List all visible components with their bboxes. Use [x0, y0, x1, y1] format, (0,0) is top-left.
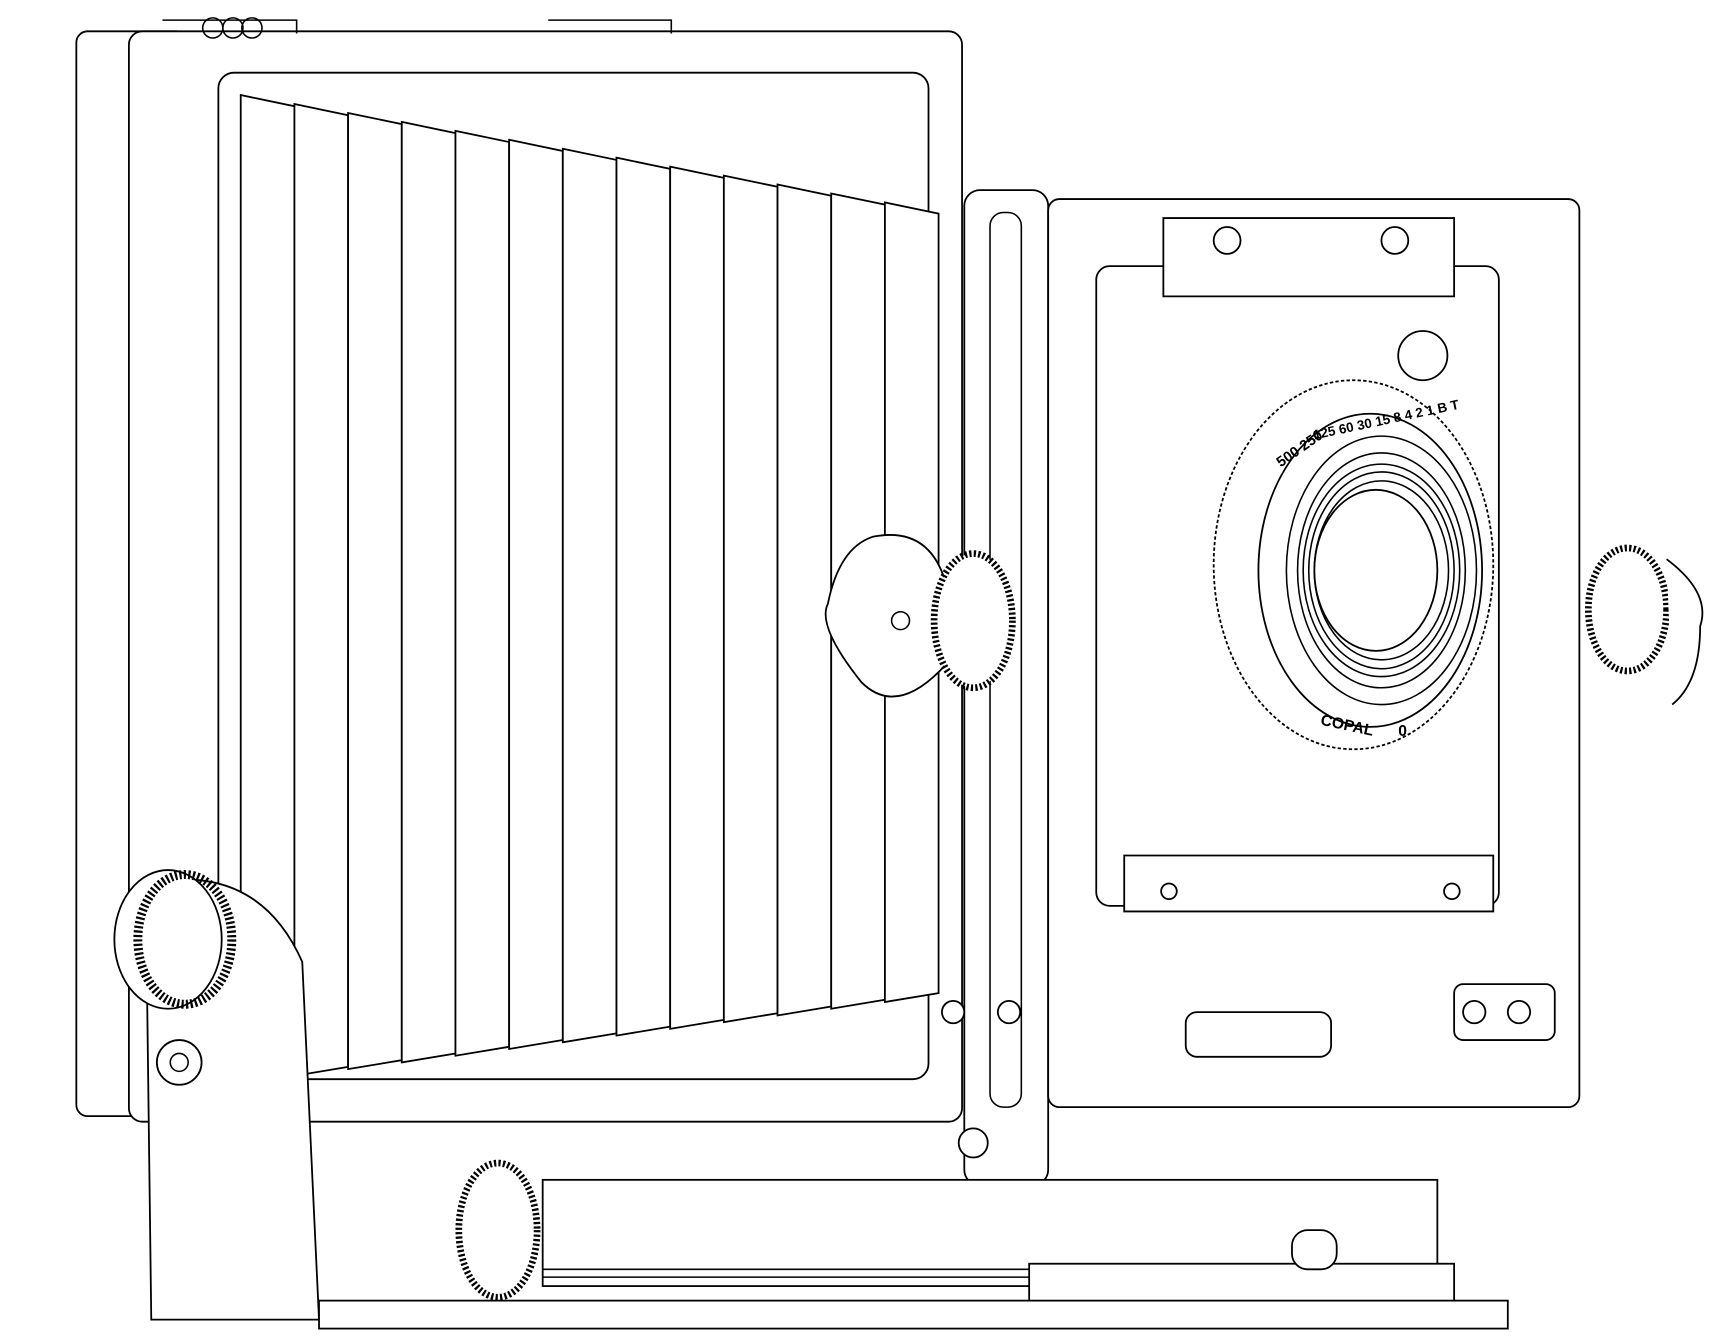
shutter-speed: B [1436, 399, 1449, 416]
shutter-speed: T [1449, 397, 1461, 414]
bellows-pleat [454, 129, 511, 1057]
front-left-knob [824, 534, 1016, 698]
bellows-pleat [561, 147, 618, 1044]
bellows-pleat [508, 138, 564, 1051]
shutter-speed: 1 [1425, 402, 1436, 418]
shutter-speed: 4 [1403, 407, 1414, 423]
shutter-speed: 2 [1414, 404, 1424, 420]
base-rail [318, 1159, 1509, 1330]
svg-text:125 60 30 15: 125 60 30 15 8 4 2 1 B T [1312, 397, 1461, 443]
shutter-speed: 30 [1356, 415, 1374, 433]
bellows-pleat [615, 156, 672, 1037]
front-right-knob [1584, 544, 1704, 706]
bellows-pleat [722, 174, 779, 1024]
bellows-pleat [669, 165, 725, 1030]
bellows [239, 93, 940, 1084]
bellows-pleat [293, 102, 349, 1077]
shutter-speed: 15 [1374, 411, 1392, 429]
shutter-speed: 8 [1392, 409, 1403, 425]
rear-tilt-knob [113, 869, 320, 1321]
shutter-speed: 125 [1312, 423, 1338, 442]
bellows-pleat [347, 111, 403, 1071]
lens-shutter: 500 250 125 60 30 15 8 4 2 1 B T COPAL 0 [1212, 330, 1495, 751]
bellows-pleat [400, 120, 457, 1064]
bellows-pleat [776, 183, 833, 1017]
shutter-size: 0 [1398, 723, 1407, 740]
shutter-speed: 60 [1337, 419, 1355, 437]
